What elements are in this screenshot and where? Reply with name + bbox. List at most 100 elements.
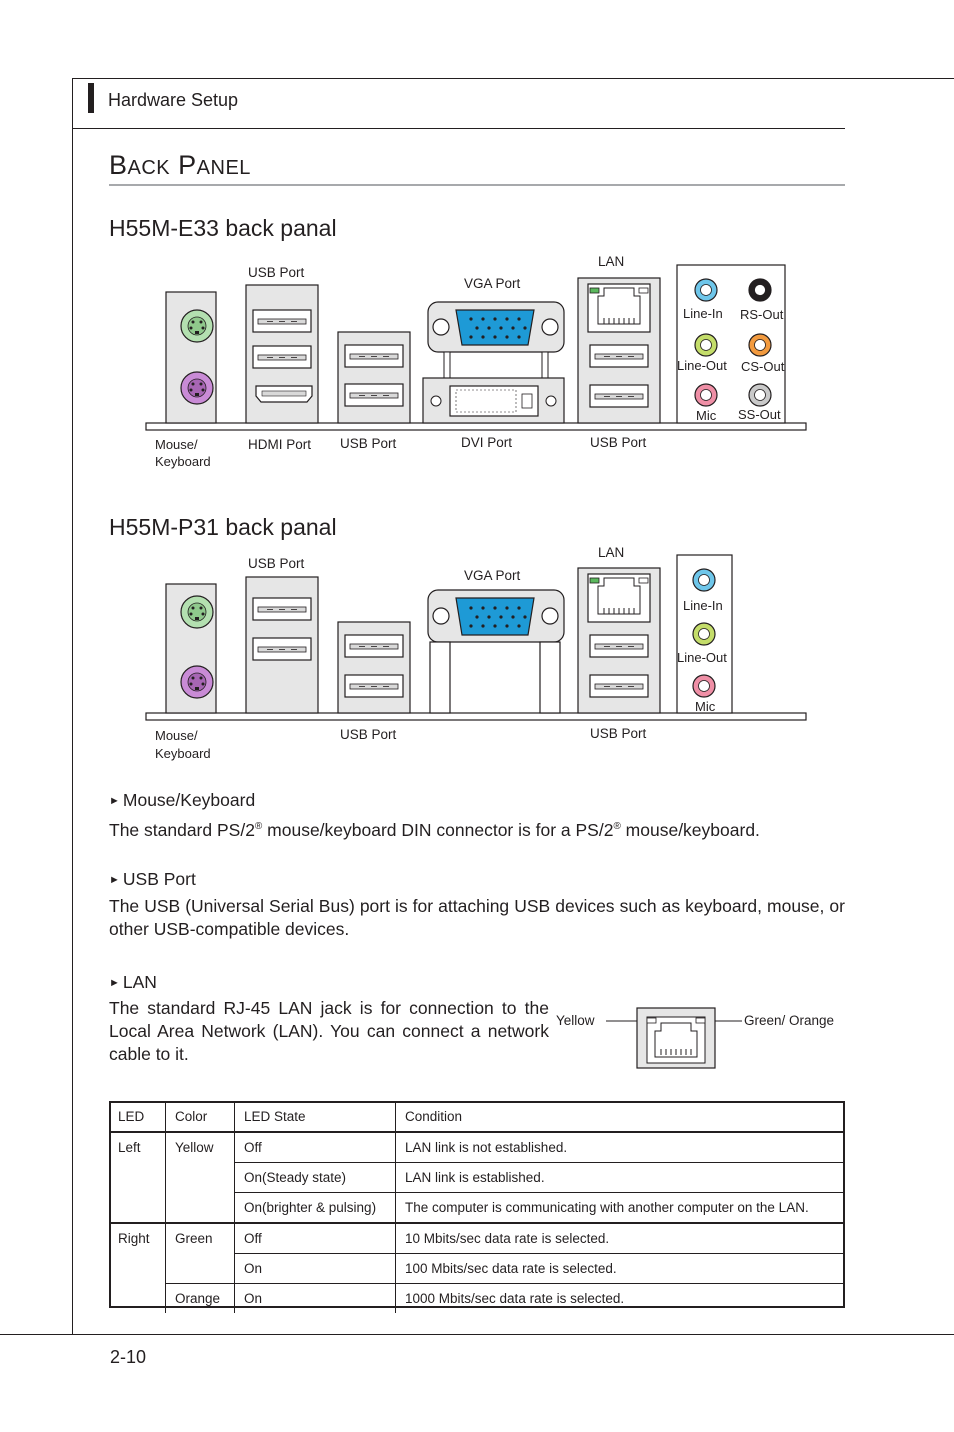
table-row: On 100 Mbits/sec data rate is selected. xyxy=(109,1253,845,1284)
table-row: Orange On 1000 Mbits/sec data rate is se… xyxy=(109,1283,845,1313)
label-keyboard: Keyboard xyxy=(155,454,211,469)
label-dvi-port: DVI Port xyxy=(461,435,513,450)
ps2-mouse-port xyxy=(180,595,214,629)
lan-yellow-label: Yellow xyxy=(556,1013,595,1028)
ps2-mouse-port xyxy=(180,309,214,343)
table-cell: Right xyxy=(109,1223,166,1313)
table-row: Left Yellow Off LAN link is not establis… xyxy=(109,1132,845,1224)
frame-left-rule xyxy=(72,78,73,1334)
table-cell: 1000 Mbits/sec data rate is selected. xyxy=(405,1291,625,1306)
table-cell: Green xyxy=(165,1223,235,1284)
table-cell: Left xyxy=(109,1132,166,1224)
ps2-keyboard-port xyxy=(180,665,214,699)
lan-port xyxy=(587,573,651,623)
panel1-diagram: USB Port VGA Port LAN Line-In RS-Out Lin… xyxy=(0,250,954,480)
table-header-cell: LED xyxy=(109,1101,166,1133)
lan-text: The standard RJ-45 LAN jack is for conne… xyxy=(109,998,549,1064)
section-header: Hardware Setup xyxy=(108,90,239,110)
title-rule xyxy=(109,184,845,186)
label-vga-port: VGA Port xyxy=(464,276,521,291)
table-cell: Off xyxy=(234,1132,396,1163)
table-cell: On xyxy=(234,1253,396,1284)
usb-port xyxy=(344,674,404,698)
table-cell: On(Steady state) xyxy=(234,1162,396,1193)
bullet-triangle-icon: ► xyxy=(109,874,120,886)
label-line-out: Line-Out xyxy=(677,650,727,665)
usb-port xyxy=(589,384,649,408)
led-table: LED Color LED State Condition Left Yello… xyxy=(109,1101,845,1313)
table-header-cell: Color xyxy=(165,1101,235,1133)
usb-port xyxy=(344,344,404,368)
usb-port xyxy=(252,309,312,333)
mouse-keyboard-text: The standard PS/2® mouse/keyboard DIN co… xyxy=(109,819,760,840)
label-usb-port: USB Port xyxy=(590,435,647,450)
table-cell: 10 Mbits/sec data rate is selected. xyxy=(395,1223,845,1254)
page-title: BACK PANEL xyxy=(109,150,251,180)
header-rule xyxy=(72,128,845,129)
panel2-diagram: USB Port VGA Port LAN Line-In Line-Out M… xyxy=(0,542,954,772)
table-row: On(brighter & pulsing) The computer is c… xyxy=(109,1192,845,1224)
label-usb-port: USB Port xyxy=(248,265,305,280)
usb-port xyxy=(589,634,649,658)
label-usb-port: USB Port xyxy=(248,556,305,571)
panel1-title: H55M-E33 back panal xyxy=(109,215,337,241)
label-line-in: Line-In xyxy=(683,598,723,613)
label-vga-port: VGA Port xyxy=(464,568,521,583)
label-mouse: Mouse/ xyxy=(155,728,198,743)
usb-port xyxy=(344,634,404,658)
table-cell: LAN link is established. xyxy=(395,1162,845,1193)
label-usb-port: USB Port xyxy=(340,727,397,742)
table-cell: On xyxy=(234,1283,396,1313)
table-cell: On(brighter & pulsing) xyxy=(234,1192,396,1224)
vga-port xyxy=(427,589,565,714)
frame-top-rule xyxy=(72,78,954,79)
label-keyboard: Keyboard xyxy=(155,746,211,761)
table-row: On(Steady state) LAN link is established… xyxy=(109,1162,845,1193)
usb-port xyxy=(589,674,649,698)
bullet-triangle-icon: ► xyxy=(109,795,120,807)
mouse-keyboard-heading: ►Mouse/Keyboard xyxy=(109,790,256,810)
table-cell: Orange xyxy=(165,1283,235,1313)
label-mic: Mic xyxy=(696,408,717,423)
usb-port-text: The USB (Universal Serial Bus) port is f… xyxy=(109,896,845,939)
label-lan: LAN xyxy=(598,254,625,269)
usb-port xyxy=(344,383,404,407)
vga-port xyxy=(427,301,565,379)
usb-port xyxy=(589,344,649,368)
lan-jack-diagram xyxy=(606,1007,742,1069)
label-line-in: Line-In xyxy=(683,306,723,321)
lan-heading: ►LAN xyxy=(109,972,157,992)
panel2-drawing xyxy=(145,554,807,721)
bullet-triangle-icon: ► xyxy=(109,977,120,989)
footer-rule xyxy=(0,1334,954,1335)
lan-port xyxy=(587,283,651,333)
table-cell: Yellow xyxy=(165,1132,235,1224)
label-usb-port: USB Port xyxy=(340,436,397,451)
label-hdmi-port: HDMI Port xyxy=(248,437,312,452)
label-usb-port: USB Port xyxy=(590,726,647,741)
table-header-row: LED Color LED State Condition xyxy=(109,1101,845,1133)
label-lan: LAN xyxy=(598,545,625,560)
label-ss-out: SS-Out xyxy=(738,407,781,422)
label-rs-out: RS-Out xyxy=(740,307,784,322)
usb-port xyxy=(252,597,312,621)
usb-port xyxy=(252,637,312,661)
table-cell: Off xyxy=(234,1223,396,1254)
usb-port-heading: ►USB Port xyxy=(109,869,196,889)
table-cell: LAN link is not established. xyxy=(395,1132,845,1163)
table-cell: 100 Mbits/sec data rate is selected. xyxy=(395,1253,845,1284)
dvi-port xyxy=(422,377,565,424)
hdmi-port xyxy=(255,385,313,403)
label-line-out: Line-Out xyxy=(677,358,727,373)
label-cs-out: CS-Out xyxy=(741,359,785,374)
table-header-cell: Condition xyxy=(395,1101,845,1133)
header-marker-bar xyxy=(88,83,94,113)
table-row: Right Green Off 10 Mbits/sec data rate i… xyxy=(109,1223,845,1313)
panel1-drawing xyxy=(145,264,807,431)
table-header-cell: LED State xyxy=(234,1101,396,1133)
panel2-title: H55M-P31 back panal xyxy=(109,514,337,540)
usb-port xyxy=(252,345,312,369)
table-cell: The computer is communicating with anoth… xyxy=(395,1192,845,1224)
page-number: 2-10 xyxy=(110,1347,147,1367)
lan-green-orange-label: Green/ Orange xyxy=(744,1013,835,1028)
